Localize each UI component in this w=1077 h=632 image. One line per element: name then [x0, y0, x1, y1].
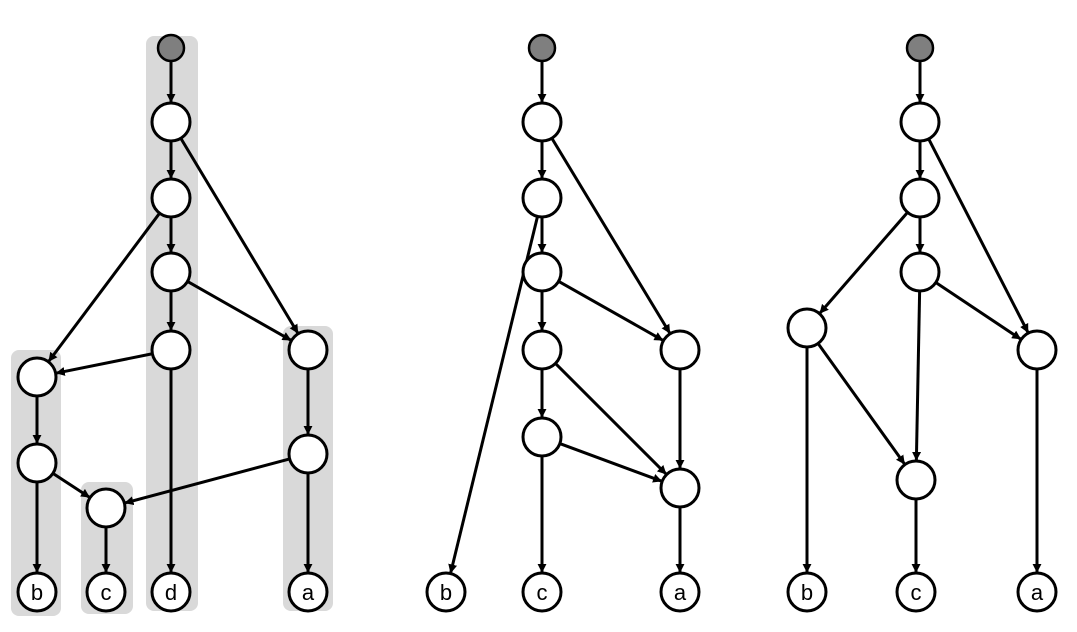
node-right-n1 — [899, 101, 941, 143]
node-right-la — [1016, 571, 1058, 613]
edge-left-n4-n7 — [55, 352, 153, 376]
node-right-n2 — [899, 177, 941, 219]
node-middle-lb — [425, 571, 467, 613]
node-middle-lc — [521, 571, 563, 613]
node-right-n4 — [786, 307, 828, 349]
node-middle-n3 — [521, 251, 563, 293]
root-node-middle — [527, 33, 557, 63]
root-node-left — [156, 33, 186, 63]
node-left-la — [287, 571, 329, 613]
node-left-n4 — [150, 329, 192, 371]
edge-left-n1-n5 — [179, 137, 299, 334]
edge-left-n6-n9 — [124, 457, 291, 506]
node-left-n1 — [150, 101, 192, 143]
node-middle-n4 — [521, 329, 563, 371]
edge-middle-n3-n6 — [557, 280, 664, 342]
node-left-lc — [85, 571, 127, 613]
node-middle-n5 — [521, 416, 563, 458]
node-right-lc — [895, 571, 937, 613]
leaf-label-left-c: c — [101, 580, 112, 605]
node-right-n5 — [1016, 329, 1058, 371]
node-middle-la — [659, 571, 701, 613]
edge-right-n3-n6 — [912, 290, 922, 461]
leaf-label-right-b: b — [801, 580, 813, 605]
node-left-n9 — [85, 487, 127, 529]
node-left-n5 — [287, 329, 329, 371]
node-left-n3 — [150, 251, 192, 293]
leaf-label-left-a: a — [302, 580, 315, 605]
leaf-label-middle-a: a — [674, 580, 687, 605]
leaf-label-left-d: d — [165, 580, 177, 605]
node-left-n7 — [16, 356, 58, 398]
node-right-lb — [786, 571, 828, 613]
edge-left-n3-n5 — [186, 280, 292, 342]
edge-right-n1-n5 — [927, 138, 1030, 334]
node-left-ld — [150, 571, 192, 613]
edge-left-n2-n7 — [47, 212, 161, 362]
node-left-lb — [16, 571, 58, 613]
node-middle-n7 — [659, 467, 701, 509]
edge-left-n8-n9 — [52, 472, 91, 499]
edge-middle-n4-n7 — [554, 362, 667, 475]
leaf-label-right-a: a — [1031, 580, 1044, 605]
leaf-label-middle-c: c — [537, 580, 548, 605]
node-right-n6 — [895, 459, 937, 501]
node-middle-n1 — [521, 101, 563, 143]
edge-middle-n5-n7 — [559, 442, 663, 483]
edge-right-n2-n4 — [818, 211, 909, 314]
leaf-label-left-b: b — [31, 580, 43, 605]
node-right-n3 — [899, 251, 941, 293]
leaf-label-middle-b: b — [440, 580, 452, 605]
edge-right-n3-n5 — [934, 281, 1022, 341]
node-left-n8 — [16, 442, 58, 484]
edge-middle-n1-n6 — [550, 137, 671, 334]
node-left-n2 — [150, 177, 192, 219]
leaf-label-right-c: c — [911, 580, 922, 605]
node-middle-n6 — [659, 329, 701, 371]
edge-right-n4-n6 — [816, 342, 906, 465]
node-middle-n2 — [521, 177, 563, 219]
root-node-right — [905, 33, 935, 63]
edges — [32, 61, 1042, 574]
node-left-n6 — [287, 433, 329, 475]
